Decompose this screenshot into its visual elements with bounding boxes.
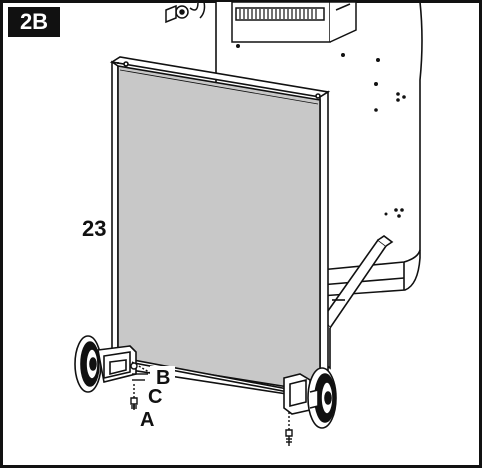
panel-fill: [117, 65, 321, 393]
callout-c: C: [148, 386, 163, 408]
right-wheel: [283, 367, 337, 429]
callout-panel-23: 23: [82, 216, 107, 241]
gas-regulator: [165, 1, 206, 24]
callout-b: B: [150, 366, 176, 391]
panel-23: [109, 56, 331, 400]
step-badge: 2B: [8, 7, 60, 37]
right-bolt: [285, 412, 293, 446]
left-wheel: [74, 335, 137, 393]
left-hardware: [130, 361, 155, 410]
callout-a: A: [140, 409, 155, 431]
control-box: [231, 1, 357, 43]
mounting-holes: [236, 44, 406, 218]
